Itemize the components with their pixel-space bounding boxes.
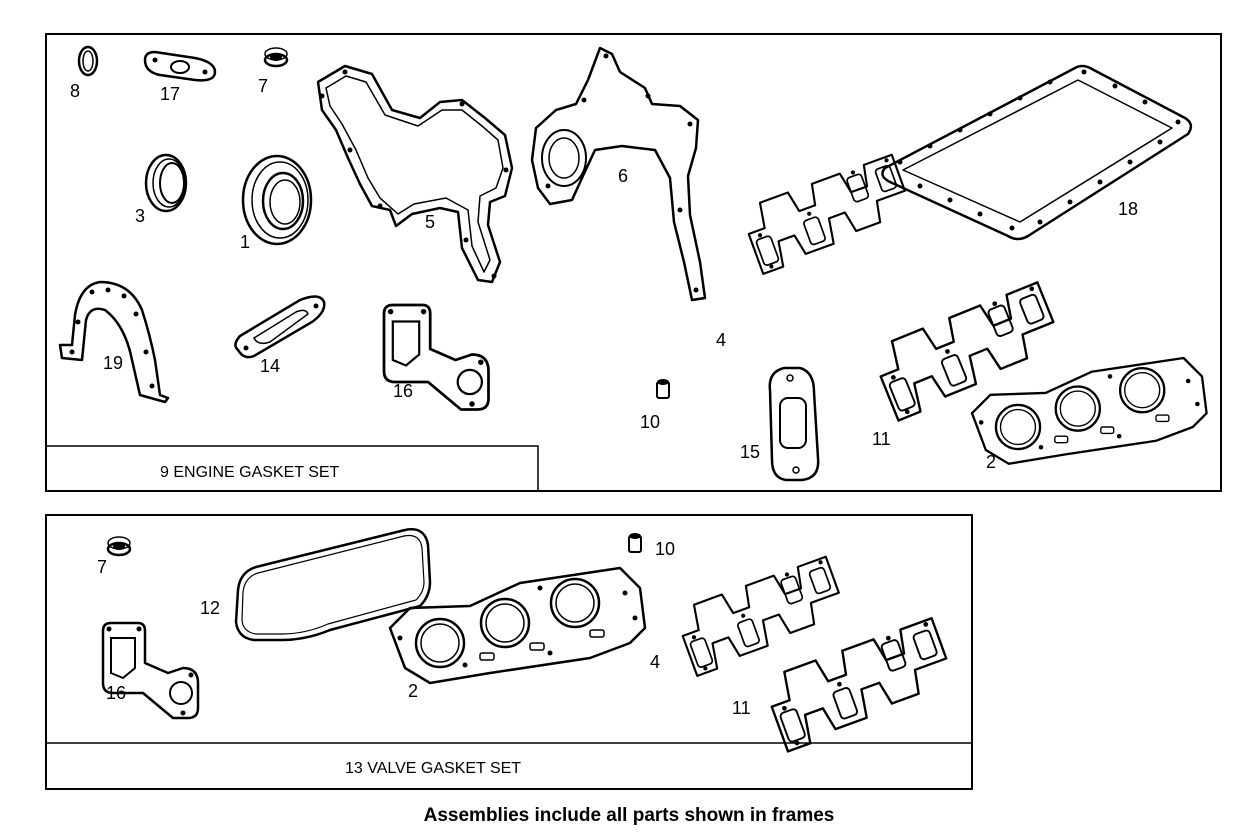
- valve-set-title: 13 VALVE GASKET SET: [345, 760, 521, 777]
- label-7: 7: [258, 76, 268, 96]
- assemblies-caption: Assemblies include all parts shown in fr…: [423, 805, 835, 826]
- part-5-timing-cover-gasket: [316, 64, 514, 284]
- part-16-flange-gasket-valve-set: [101, 621, 200, 720]
- part-1-crankshaft-seal: [241, 154, 313, 246]
- label-10: 10: [640, 412, 660, 432]
- engine-set-title: 9 ENGINE GASKET SET: [160, 464, 340, 481]
- label-8: 8: [70, 81, 80, 101]
- engine-set-title-box: [47, 445, 539, 490]
- part-8-o-ring: [77, 45, 99, 77]
- part-6-front-plate-gasket: [530, 46, 707, 302]
- label-15: 15: [740, 442, 760, 462]
- part-4-manifold-gasket-valve-set: [672, 555, 851, 677]
- label-16-valve-set: 16: [106, 683, 126, 703]
- part-11-manifold-gasket-valve-set: [760, 617, 959, 753]
- label-12: 12: [200, 598, 220, 618]
- part-2-cylinder-head-gasket-valve-set: [388, 566, 647, 685]
- part-17-flange-gasket: [143, 50, 217, 82]
- label-14: 14: [260, 356, 280, 376]
- part-10-valve-stem-seal-valve-set: [628, 532, 642, 553]
- label-5: 5: [425, 212, 435, 232]
- label-19: 19: [103, 353, 123, 373]
- part-12-rocker-cover-gasket: [234, 528, 432, 642]
- label-4: 4: [716, 330, 726, 350]
- part-19-rear-seal-gasket: [58, 280, 170, 404]
- part-2-cylinder-head-gasket: [970, 356, 1208, 465]
- part-3-seal-ring: [144, 153, 188, 213]
- label-3: 3: [135, 206, 145, 226]
- label-6: 6: [618, 166, 628, 186]
- part-10-valve-stem-seal: [656, 378, 670, 399]
- label-17: 17: [160, 84, 180, 104]
- label-2-valve-set: 2: [408, 681, 418, 701]
- part-15-exhaust-flange-gasket: [768, 366, 820, 482]
- label-16: 16: [393, 381, 413, 401]
- part-11-manifold-gasket: [868, 281, 1068, 422]
- label-11-valve-set: 11: [732, 698, 751, 718]
- label-2: 2: [986, 452, 996, 472]
- label-7-valve-set: 7: [97, 557, 107, 577]
- label-11: 11: [872, 429, 891, 449]
- label-1: 1: [240, 232, 250, 252]
- part-14-flange-gasket: [234, 295, 326, 359]
- label-10-valve-set: 10: [655, 539, 675, 559]
- part-7-valve-cap-valve-set: [106, 535, 132, 557]
- label-18: 18: [1118, 199, 1138, 219]
- part-4-manifold-gasket: [738, 153, 917, 275]
- engine-gasket-set-frame: [45, 33, 1222, 492]
- part-18-oil-pan-gasket: [881, 64, 1193, 241]
- label-4-valve-set: 4: [650, 652, 660, 672]
- part-7-valve-cap: [263, 46, 289, 68]
- valve-gasket-set-frame: [45, 514, 973, 790]
